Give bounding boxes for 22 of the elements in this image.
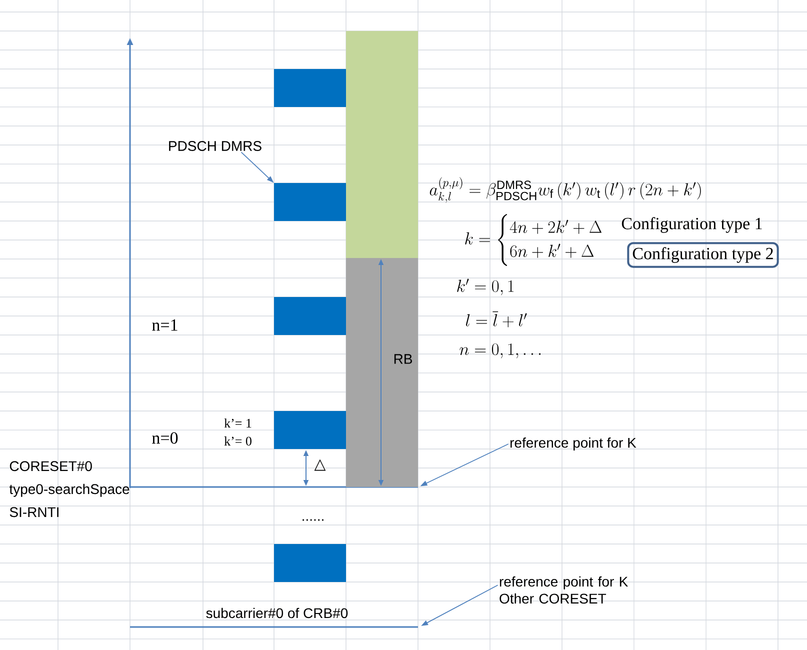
index-label: k’= 0 bbox=[224, 436, 252, 446]
dimension-label: △ bbox=[314, 459, 326, 471]
dmrs-block bbox=[274, 297, 346, 335]
dimension-label: RB bbox=[394, 354, 412, 364]
callout-text: reference point for K bbox=[510, 437, 636, 451]
note-text: CORESET#0 type0-searchSpace SI-RNTI bbox=[9, 461, 130, 518]
dmrs-block bbox=[274, 544, 346, 582]
formula: $l = \overline{l} + l'$ bbox=[466, 312, 527, 328]
resource-block-column bbox=[346, 258, 418, 487]
formula: $k = \begin{cases} 4n+2k'+\Delta \\ 6n+k'+\Delta \end{cases}$ bbox=[465, 214, 602, 266]
index-label: n=0 bbox=[152, 432, 178, 444]
callout-text: PDSCH DMRS bbox=[169, 141, 262, 151]
configuration-box: Configuration type 2 bbox=[627, 242, 779, 268]
formula: $n = 0,1,\ldots$ bbox=[460, 343, 541, 358]
index-label: n=1 bbox=[152, 319, 178, 331]
ellipsis-text: ...... bbox=[302, 519, 324, 521]
resource-block-column bbox=[346, 31, 418, 258]
dmrs-block bbox=[274, 411, 346, 449]
dmrs-block bbox=[274, 69, 346, 107]
callout-text: reference point for K Other CORESET bbox=[500, 576, 628, 604]
dmrs-block bbox=[274, 183, 346, 221]
formula: $k' = 0,1$ bbox=[457, 278, 514, 296]
